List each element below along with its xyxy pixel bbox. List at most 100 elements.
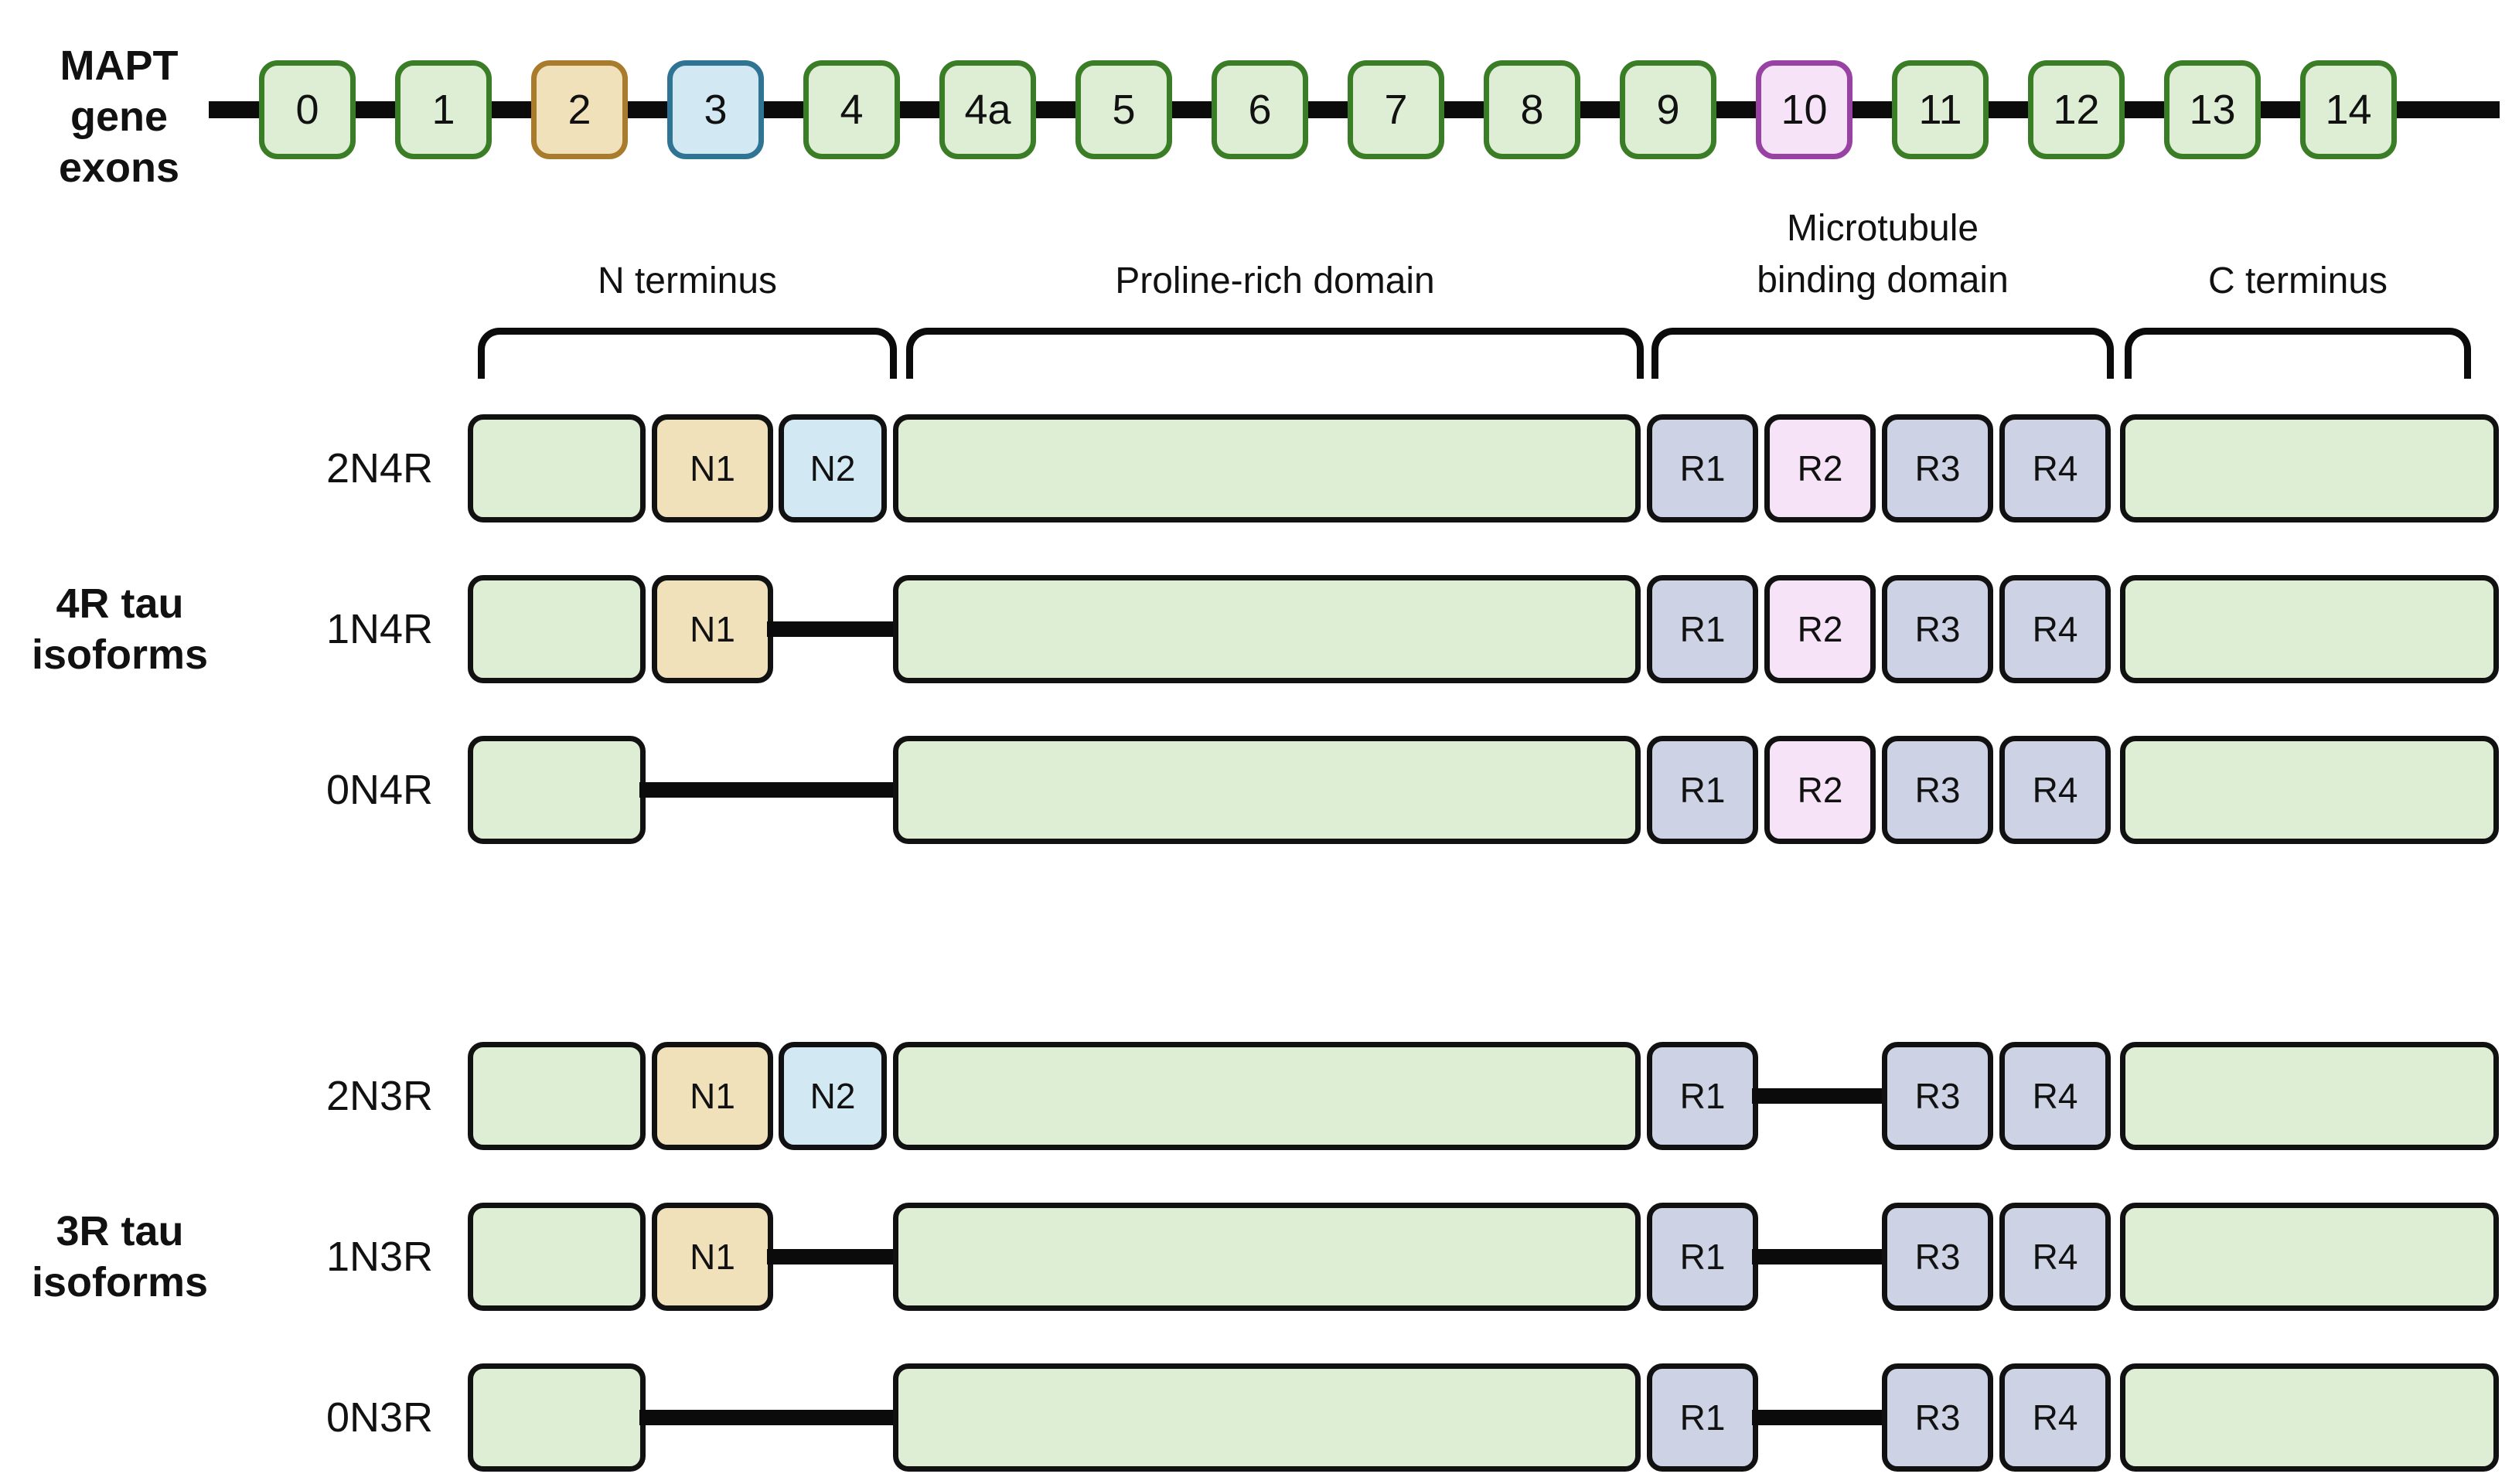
four-r-group-label-line1: 4R tau <box>56 580 184 627</box>
c-terminal-box <box>2120 414 2499 522</box>
r1-repeat-box: R1 <box>1647 1203 1758 1311</box>
n-terminal-box <box>468 1363 646 1472</box>
mapt-gene-label: MAPT gene exons <box>22 40 216 193</box>
exon-box-1: 1 <box>395 60 492 159</box>
three-r-group-label: 3R tau isoforms <box>0 1206 240 1308</box>
exon-box-10: 10 <box>1756 60 1852 159</box>
spliced-r2-connector-line <box>1752 1249 1888 1264</box>
proline-rich-domain-label: Proline-rich domain <box>1115 260 1435 301</box>
exon-box-13: 13 <box>2164 60 2261 159</box>
r2-repeat-box: R2 <box>1764 575 1876 683</box>
c-terminal-box <box>2120 1203 2499 1311</box>
n-terminal-box <box>468 414 646 522</box>
proline-rich-box <box>893 575 1641 683</box>
n-terminal-box <box>468 1203 646 1311</box>
spliced-n1-n2-connector-line <box>639 1410 899 1425</box>
exon-box-3: 3 <box>667 60 764 159</box>
microtubule-binding-domain-label-line2: binding domain <box>1757 260 2009 301</box>
r4-repeat-box: R4 <box>1999 1042 2111 1150</box>
r3-repeat-box: R3 <box>1882 1363 1993 1472</box>
n1-insert-box: N1 <box>652 414 773 522</box>
exon-box-9: 9 <box>1620 60 1716 159</box>
r1-repeat-box: R1 <box>1647 736 1758 844</box>
n1-insert-box: N1 <box>652 1042 773 1150</box>
c-terminal-box <box>2120 1363 2499 1472</box>
spliced-n1-n2-connector-line <box>639 782 899 798</box>
proline-rich-box <box>893 736 1641 844</box>
spliced-n2-connector-line <box>767 621 899 637</box>
proline-rich-box <box>893 1363 1641 1472</box>
r2-repeat-box: R2 <box>1764 414 1876 522</box>
proline-rich-box <box>893 1203 1641 1311</box>
mapt-gene-label-line1: MAPT <box>60 43 179 89</box>
exon-box-14: 14 <box>2300 60 2397 159</box>
microtubule-binding-domain-label-line1: Microtubule <box>1786 208 1979 249</box>
isoform-name-label: 0N4R <box>326 767 433 813</box>
isoform-name-label: 1N3R <box>326 1234 433 1280</box>
three-r-group-label-line1: 3R tau <box>56 1208 184 1254</box>
c-terminal-box <box>2120 736 2499 844</box>
isoform-name-label: 0N3R <box>326 1394 433 1441</box>
exon-box-7: 7 <box>1348 60 1444 159</box>
n2-insert-box: N2 <box>779 414 887 522</box>
isoform-row-2n4r: 2N4R N1 N2 R1 R2 R3 R4 <box>0 414 2512 522</box>
exon-strip: 0 1 2 3 4 4a 5 6 7 8 9 10 11 12 13 14 <box>259 60 2397 159</box>
proline-rich-box <box>893 414 1641 522</box>
isoform-name-label: 2N4R <box>326 445 433 492</box>
exon-box-4: 4 <box>803 60 900 159</box>
r3-repeat-box: R3 <box>1882 1203 1993 1311</box>
c-terminus-domain-label: C terminus <box>2207 260 2388 301</box>
r4-repeat-box: R4 <box>1999 1363 2111 1472</box>
exon-box-2: 2 <box>531 60 628 159</box>
n-terminus-domain-label: N terminus <box>597 260 778 301</box>
r3-repeat-box: R3 <box>1882 414 1993 522</box>
n2-insert-box: N2 <box>779 1042 887 1150</box>
r1-repeat-box: R1 <box>1647 414 1758 522</box>
r3-repeat-box: R3 <box>1882 575 1993 683</box>
n1-insert-box: N1 <box>652 575 773 683</box>
microtubule-binding-domain-label: Microtubule binding domain <box>1651 203 2114 306</box>
r3-repeat-box: R3 <box>1882 1042 1993 1150</box>
isoform-row-2n3r: 2N3R N1 N2 R1 R3 R4 <box>0 1042 2512 1150</box>
four-r-group-label-line2: isoforms <box>31 631 209 678</box>
r1-repeat-box: R1 <box>1647 1363 1758 1472</box>
microtubule-binding-brace <box>1651 328 2114 379</box>
exon-box-4a: 4a <box>939 60 1036 159</box>
r2-repeat-box: R2 <box>1764 736 1876 844</box>
r1-repeat-box: R1 <box>1647 1042 1758 1150</box>
exon-box-11: 11 <box>1892 60 1989 159</box>
r4-repeat-box: R4 <box>1999 736 2111 844</box>
exon-box-12: 12 <box>2028 60 2125 159</box>
proline-rich-brace <box>906 328 1644 379</box>
c-terminus-brace <box>2125 328 2471 379</box>
spliced-r2-connector-line <box>1752 1410 1888 1425</box>
mapt-gene-label-line2: gene <box>70 94 169 140</box>
exon-box-6: 6 <box>1212 60 1308 159</box>
isoform-row-0n3r: 0N3R R1 R3 R4 <box>0 1363 2512 1472</box>
n-terminus-brace <box>478 328 897 379</box>
r4-repeat-box: R4 <box>1999 1203 2111 1311</box>
r1-repeat-box: R1 <box>1647 575 1758 683</box>
four-r-group-label: 4R tau isoforms <box>0 578 240 680</box>
spliced-n2-connector-line <box>767 1249 899 1264</box>
proline-rich-box <box>893 1042 1641 1150</box>
mapt-gene-label-line3: exons <box>58 145 180 191</box>
r3-repeat-box: R3 <box>1882 736 1993 844</box>
c-terminal-box <box>2120 1042 2499 1150</box>
n-terminal-box <box>468 575 646 683</box>
three-r-group-label-line2: isoforms <box>31 1259 209 1305</box>
exon-box-5: 5 <box>1075 60 1172 159</box>
exon-box-8: 8 <box>1484 60 1580 159</box>
r4-repeat-box: R4 <box>1999 414 2111 522</box>
isoform-row-1n4r: 1N4R N1 R1 R2 R3 R4 <box>0 575 2512 683</box>
n1-insert-box: N1 <box>652 1203 773 1311</box>
n-terminal-box <box>468 736 646 844</box>
r4-repeat-box: R4 <box>1999 575 2111 683</box>
isoform-row-1n3r: 1N3R N1 R1 R3 R4 <box>0 1203 2512 1311</box>
isoform-name-label: 2N3R <box>326 1073 433 1119</box>
spliced-r2-connector-line <box>1752 1088 1888 1104</box>
isoform-row-0n4r: 0N4R R1 R2 R3 R4 <box>0 736 2512 844</box>
exon-box-0: 0 <box>259 60 356 159</box>
c-terminal-box <box>2120 575 2499 683</box>
